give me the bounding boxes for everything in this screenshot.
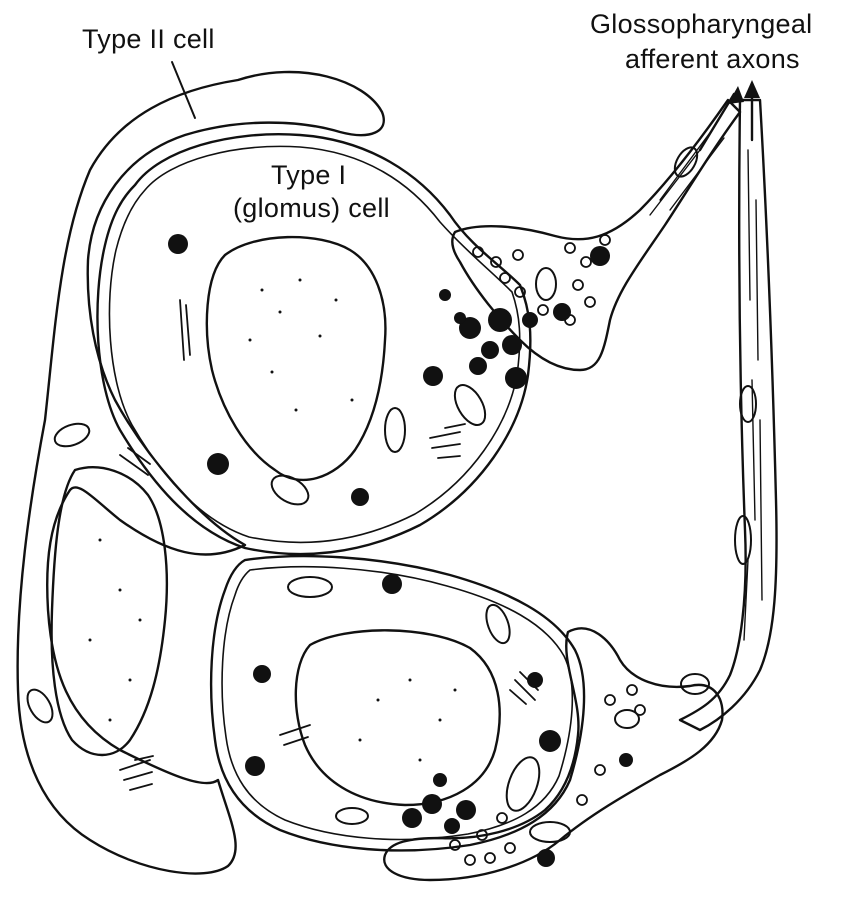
type-ii-cell-label: Type II cell <box>82 24 215 55</box>
type-i-cell-lower-membrane <box>211 556 584 850</box>
afferent-fiber-lines-upper <box>650 130 724 215</box>
dense-core-granules <box>168 234 633 867</box>
type-i-cell-lower-inner-membrane <box>222 567 572 840</box>
afferent-axons-label-line1: Glossopharyngeal <box>590 9 812 40</box>
afferent-arrowhead-1 <box>728 86 744 104</box>
afferent-axon-long <box>680 100 777 730</box>
afferent-arrowhead-2 <box>744 80 760 98</box>
lower-nucleus <box>296 630 500 805</box>
type-i-cell-label-line2: (glomus) cell <box>233 193 390 224</box>
type-i-cell-label-line1: Type I <box>271 160 346 191</box>
afferent-axons-label-line2: afferent axons <box>625 44 800 75</box>
upper-nucleus <box>207 237 386 480</box>
